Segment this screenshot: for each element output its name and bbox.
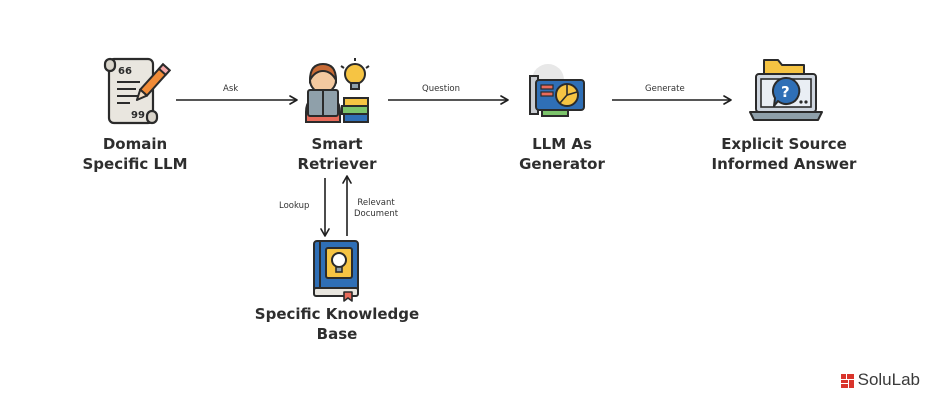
watermark: SoluLab [840, 370, 920, 390]
edge-label-lookup: Lookup [279, 201, 310, 211]
scroll-text-bottom: 99 [131, 110, 145, 121]
script-scroll-pencil-icon: 66 99 [100, 56, 172, 132]
laptop-question-folder-icon: ? [746, 54, 826, 130]
edge-label-question: Question [422, 84, 461, 94]
node-label-explicit-answer: Explicit Source Informed Answer [711, 135, 857, 173]
node-label-domain-llm: Domain Specific LLM [82, 135, 188, 173]
edge-label-relevant-document: Relevant Document [354, 198, 399, 219]
edge-label-ask: Ask [223, 84, 239, 94]
graphics-card-icon [520, 62, 592, 130]
node-label-smart-retriever: Smart Retriever [297, 135, 377, 173]
scroll-text-top: 66 [118, 66, 132, 77]
book-lightbulb-icon [308, 238, 364, 306]
solulab-logo-icon [840, 373, 854, 388]
svg-text:?: ? [781, 83, 790, 101]
reader-with-lightbulb-icon [298, 56, 378, 132]
edge-label-generate: Generate [645, 84, 685, 94]
node-label-llm-generator: LLM As Generator [519, 135, 605, 173]
watermark-text: SoluLab [857, 370, 920, 389]
node-label-knowledge-base: Specific Knowledge Base [254, 305, 420, 343]
